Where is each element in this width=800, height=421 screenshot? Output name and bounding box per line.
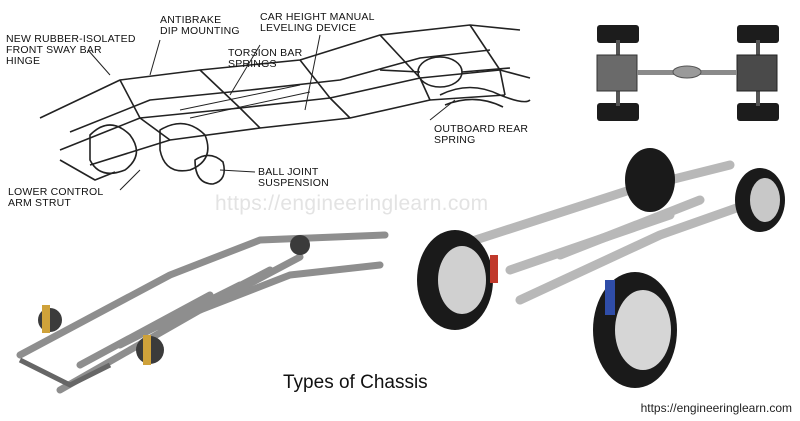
bare-chassis-photo bbox=[0, 215, 400, 421]
watermark-text: https://engineeringlearn.com bbox=[215, 192, 489, 215]
caption-title: Types of Chassis bbox=[283, 372, 428, 393]
label-lower-control: LOWER CONTROL ARM STRUT bbox=[8, 186, 104, 209]
rolling-chassis-photo bbox=[400, 145, 800, 400]
label-car-height: CAR HEIGHT MANUAL LEVELING DEVICE bbox=[260, 11, 375, 34]
chassis-line-drawing bbox=[0, 0, 570, 215]
label-antibrake-dip: ANTIBRAKE DIP MOUNTING bbox=[160, 14, 240, 37]
label-outboard-rear: OUTBOARD REAR SPRING bbox=[434, 123, 529, 146]
label-torsion-bar: TORSION BAR SPRINGS bbox=[228, 47, 303, 70]
label-ball-joint: BALL JOINT SUSPENSION bbox=[258, 166, 329, 189]
credit-url: https://engineeringlearn.com bbox=[640, 401, 792, 415]
label-new-rubber: NEW RUBBER-ISOLATED FRONT SWAY BAR HINGE bbox=[6, 33, 136, 67]
top-view-chassis-photo bbox=[572, 0, 800, 150]
